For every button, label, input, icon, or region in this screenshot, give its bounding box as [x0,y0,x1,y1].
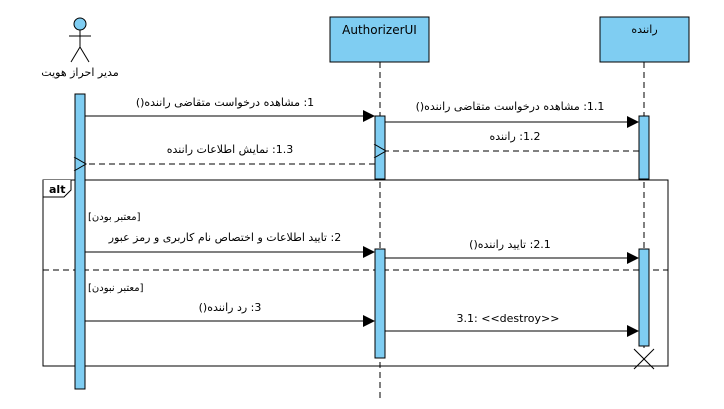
activation-ui-2 [374,248,386,359]
destroy-x-icon [633,348,655,370]
activation-driver-2 [638,248,650,347]
participant-box-driver [599,16,690,63]
actor-right-leg [79,46,90,63]
activation-ui-1 [374,115,386,180]
participant-label-ui: AuthorizerUI [342,23,417,37]
message-3-label: 3: رد راننده() [199,301,262,314]
message-2-1-label: 2.1: تایید راننده() [469,238,551,251]
message-2-label: 2: تایید اطلاعات و اختصاص نام کاربری و ر… [108,231,341,244]
message-1-2-label: 1.2: راننده [490,130,541,143]
guard-invalid: [معتبر نبودن] [88,283,144,294]
participant-box-ui [329,16,430,63]
actor-left-leg [70,46,81,63]
message-1-3-label: 1.3: نمایش اطلاعات راننده [167,143,294,156]
activation-driver-1 [638,115,650,180]
message-1-label: 1: مشاهده درخواست متقاضی راننده() [136,96,314,109]
alt-fragment-tab [42,180,72,198]
actor-label: مدیر احراز هویت [41,66,119,79]
actor-head [73,17,87,31]
participant-label-driver: راننده [631,23,657,36]
alt-operator: alt [49,183,65,196]
alt-fragment [42,179,669,367]
activation-actor [74,93,86,390]
guard-valid: [معتبر بودن] [88,212,141,223]
message-1-1-label: 1.1: مشاهده درخواست متقاضی راننده() [416,100,605,113]
actor-figure [69,17,91,63]
message-3-1-label: 3.1: <<destroy>> [457,312,560,325]
